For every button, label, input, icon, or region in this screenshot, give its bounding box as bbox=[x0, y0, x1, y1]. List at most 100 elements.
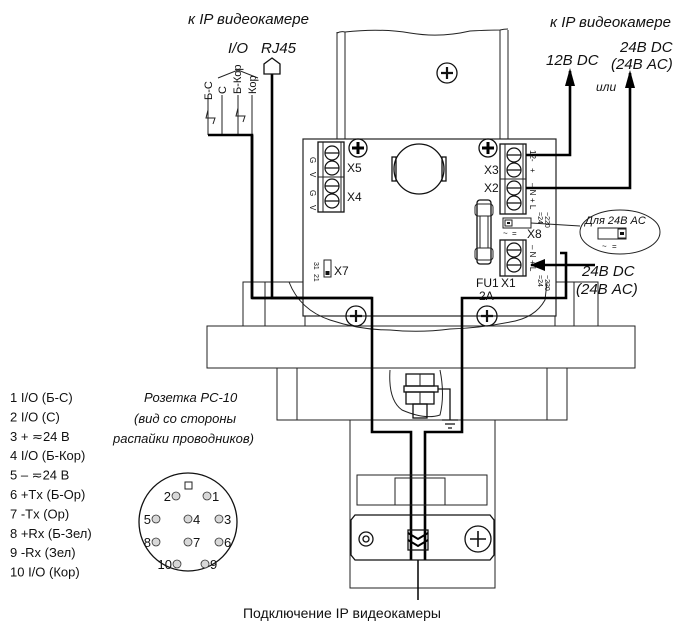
jumper-callout bbox=[579, 209, 661, 255]
screw-icon bbox=[348, 138, 368, 158]
screw-icon bbox=[478, 138, 498, 158]
arrow-up-icon bbox=[625, 70, 635, 88]
socket-pin-label: 8 bbox=[144, 535, 151, 550]
x1-label: X1 bbox=[501, 276, 516, 290]
or-label: или bbox=[596, 80, 616, 94]
power-input-line2: (24В AC) bbox=[576, 281, 638, 298]
voltage-label: =24 bbox=[536, 275, 543, 287]
socket-title: Розетка РС-10 bbox=[144, 390, 238, 405]
x4-label: X4 bbox=[347, 190, 362, 204]
socket-rc10: 1 2 3 4 5 6 7 8 9 10 bbox=[138, 472, 238, 572]
wire-label-b-s: Б-С bbox=[203, 81, 215, 100]
socket-pin bbox=[151, 514, 161, 524]
pinout-item: 6 +Tx (Б-Ор) bbox=[10, 487, 85, 502]
socket-subtitle: (вид со стороны bbox=[134, 411, 237, 426]
terminal-block-x2-x3 bbox=[499, 143, 527, 215]
pinout-item: 4 I/O (Б-Кор) bbox=[10, 448, 85, 463]
break-marks bbox=[205, 107, 246, 125]
voltage-label: ~220 bbox=[543, 275, 550, 291]
fuse-icon bbox=[474, 199, 494, 265]
socket-pin bbox=[171, 491, 181, 501]
pinout-list: 1 I/O (Б-С) 2 I/O (С) 3 + ≂24 В 4 I/O (Б-Ко… bbox=[10, 390, 92, 580]
voltage-label: ~220 bbox=[543, 212, 550, 228]
pin-label: + L bbox=[528, 260, 537, 272]
fuse-rating: 2A bbox=[479, 289, 494, 303]
pinout-item: 5 – ≂24 В bbox=[10, 468, 69, 483]
screw-icon bbox=[436, 62, 458, 84]
callout-mark: = bbox=[612, 242, 617, 251]
socket-pin-label: 10 bbox=[158, 557, 172, 572]
socket-pin-label: 9 bbox=[210, 557, 217, 572]
socket-pin bbox=[200, 559, 210, 569]
pin-label: G bbox=[308, 157, 317, 163]
pin-label: G bbox=[308, 190, 317, 196]
screw-icon bbox=[464, 525, 492, 553]
cable-gland bbox=[389, 369, 458, 429]
x2-label: X2 bbox=[484, 181, 499, 195]
mounting-pole bbox=[336, 28, 509, 140]
wire-label-b-kor: Б-Кор bbox=[232, 64, 244, 94]
enclosure bbox=[206, 281, 636, 589]
wire-label-s: С bbox=[217, 86, 229, 94]
wire-label-kor: Кор bbox=[247, 75, 259, 94]
pin-label: V bbox=[308, 172, 317, 178]
labels: к IP видеокамере I/O RJ45 Б-С С Б-Кор Ко… bbox=[112, 11, 673, 621]
pin-label: + bbox=[528, 168, 537, 173]
terminal-block-x4-x5 bbox=[317, 141, 345, 213]
pinout-item: 10 I/O (Кор) bbox=[10, 565, 80, 580]
screw-icon bbox=[345, 305, 367, 327]
socket-pin bbox=[214, 514, 224, 524]
pinout-item: 2 I/O (С) bbox=[10, 409, 60, 424]
rj45-label: RJ45 bbox=[261, 40, 297, 57]
pinout-item: 8 +Rx (Б-Зел) bbox=[10, 526, 92, 541]
socket-pin-label: 1 bbox=[212, 489, 219, 504]
pin-label: 21 bbox=[312, 274, 319, 282]
arrow-up-icon bbox=[565, 68, 575, 86]
socket-pin-label: 5 bbox=[144, 512, 151, 527]
left-heading: к IP видеокамере bbox=[188, 11, 309, 28]
option-24v-line1: 24В DC bbox=[619, 39, 673, 56]
diagram-title: Подключение IP видеокамеры bbox=[243, 605, 441, 621]
pin-label: V bbox=[308, 205, 317, 211]
x8-label: X8 bbox=[527, 227, 542, 241]
socket-pin bbox=[202, 491, 212, 501]
voltage-label: =24 bbox=[536, 212, 543, 224]
pinout-item: 1 I/O (Б-С) bbox=[10, 390, 73, 405]
socket-pin bbox=[151, 537, 161, 547]
callout-mark: ~ bbox=[602, 242, 607, 251]
pinout-item: 9 -Rx (Зел) bbox=[10, 545, 76, 560]
pinout-item: 3 + ≂24 В bbox=[10, 429, 70, 444]
socket-pin bbox=[214, 537, 224, 547]
socket-pin-label: 7 bbox=[193, 535, 200, 550]
right-heading: к IP видеокамере bbox=[550, 14, 671, 31]
ground-icon bbox=[442, 419, 458, 429]
power-input-line1: 24В DC bbox=[581, 263, 635, 280]
socket-pin-label: 6 bbox=[224, 535, 231, 550]
jumper-x7 bbox=[323, 259, 332, 278]
pin-label: 31 bbox=[312, 262, 319, 270]
socket-pin-label: 4 bbox=[193, 512, 200, 527]
wires bbox=[207, 70, 632, 600]
option-12v: 12В DC bbox=[546, 52, 599, 69]
pin-label: 12- bbox=[528, 150, 537, 162]
socket-pin-label: 3 bbox=[224, 512, 231, 527]
rj45-arrow-icon bbox=[263, 57, 281, 75]
socket-pin bbox=[172, 559, 182, 569]
socket-pin bbox=[183, 537, 193, 547]
pin-label: + L bbox=[528, 198, 537, 210]
pin-label: – N bbox=[528, 183, 537, 196]
socket-subtitle: распайки проводников) bbox=[112, 431, 254, 446]
x7-label: X7 bbox=[334, 264, 349, 278]
pin-label: – N bbox=[528, 245, 537, 258]
io-brace bbox=[217, 69, 259, 79]
x5-label: X5 bbox=[347, 161, 362, 175]
x3-label: X3 bbox=[484, 163, 499, 177]
socket-pin-label: 2 bbox=[164, 489, 171, 504]
fuse-label: FU1 bbox=[476, 276, 499, 290]
terminal-block-x1 bbox=[499, 239, 527, 277]
io-label: I/O bbox=[228, 40, 248, 57]
screw-icon bbox=[476, 305, 498, 327]
circuit-board bbox=[288, 138, 581, 332]
battery-icon bbox=[391, 143, 447, 195]
